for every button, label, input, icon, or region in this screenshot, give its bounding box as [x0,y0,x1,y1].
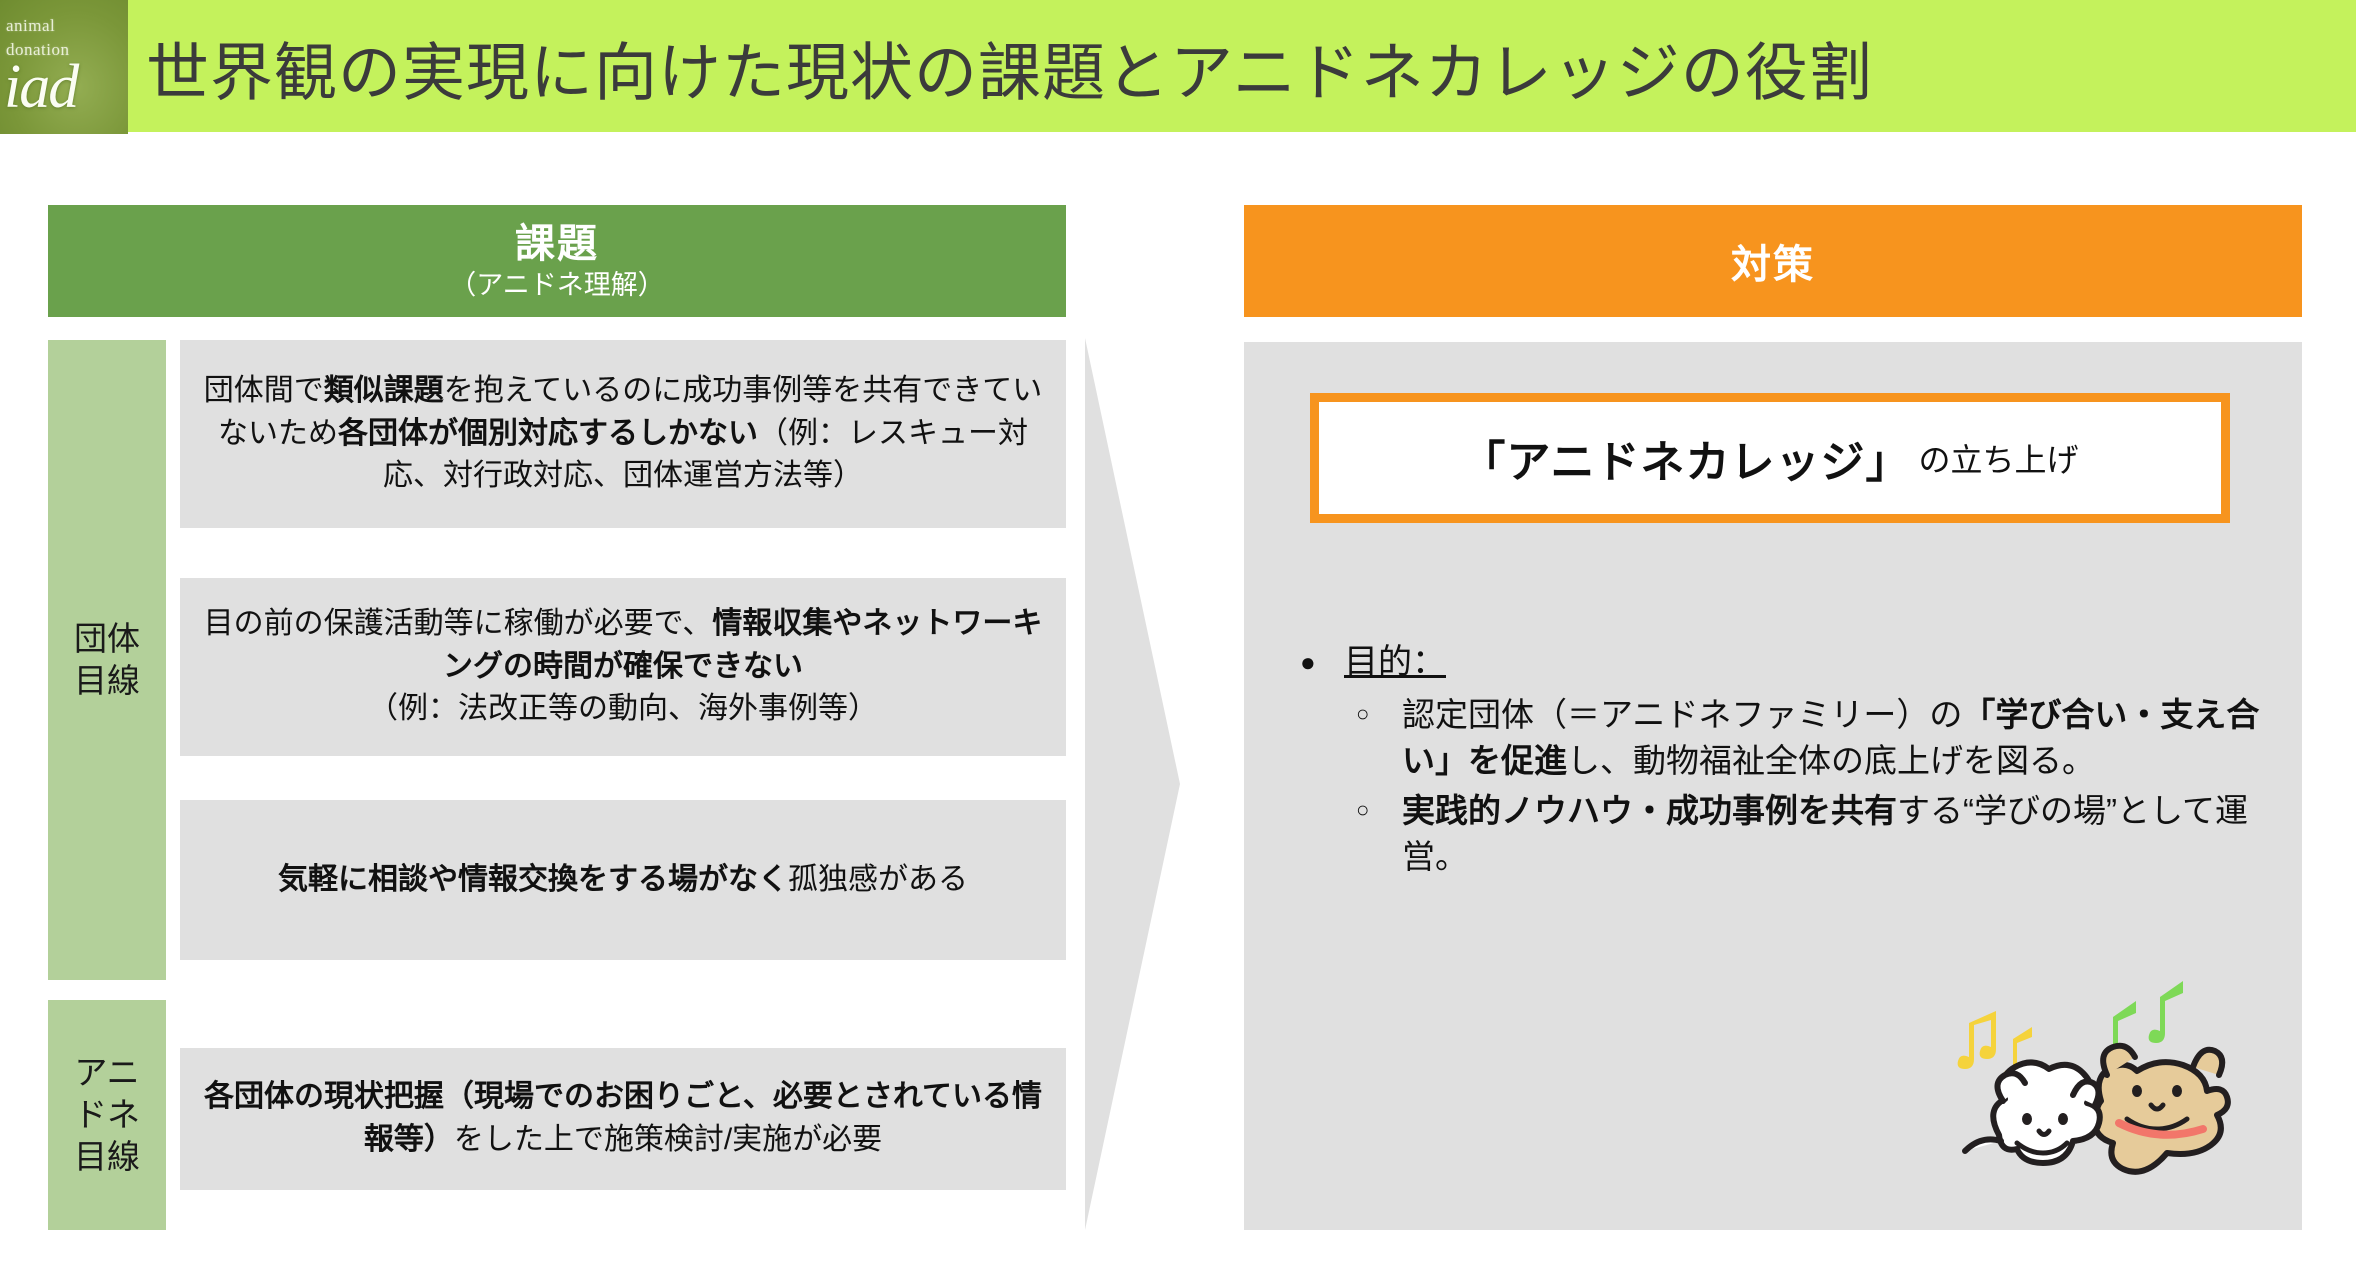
title-band [0,0,2356,132]
challenge-item: 団体間で類似課題を抱えているのに成功事例等を共有できていないため各団体が個別対応… [180,340,1066,528]
sub-bullet-marker-icon: ○ [1356,796,1370,822]
two-dogs-with-music-notes-icon [1957,981,2231,1175]
page-title: 世界観の実現に向けた現状の課題とアニドネカレッジの役割 [146,38,1873,108]
slide-title-bar: animal donation iad 世界観の実現に向けた現状の課題とアニドネ… [0,0,2356,135]
purpose-sublist: ○ 認定団体（＝アニドネファミリー）の「学び合い・支え合い」を促進し、動物福祉全… [1300,692,2260,881]
purpose-heading: ● 目的： [1300,640,2260,686]
music-note-yellow-1 [1957,1011,1996,1069]
purpose-item-text: 実践的ノウハウ・成功事例を共有する“学びの場”として運営。 [1402,791,2248,876]
flow-arrow-icon [1085,338,1180,1230]
launch-box-suffix: の立ち上げ [1918,442,2079,478]
dog-white-eyes [2022,1113,2068,1125]
side-label-anidone-line2: ドネ [74,1095,140,1133]
dog-white [1962,1059,2103,1166]
challenge-item-text: 気軽に相談や情報交換をする場がなく孤独感がある [278,862,968,896]
launch-box-name: 「アニドネカレッジ」 [1461,438,1911,487]
brand-logo: animal donation iad [0,0,128,134]
side-label-anidone-line3: 目線 [74,1138,140,1176]
dog-collar [2115,1119,2207,1139]
side-label-anidone: アニ ドネ 目線 [48,1000,166,1230]
dog-tan [2091,1042,2231,1175]
music-note-green-2 [2148,981,2183,1043]
measure-header-title: 対策 [1731,243,1815,287]
logo-background [0,0,128,134]
music-note-green-1 [2101,1001,2136,1063]
logo-text-donation: donation [6,40,70,59]
challenge-item: 気軽に相談や情報交換をする場がなく孤独感がある [180,800,1066,960]
purpose-item-text: 認定団体（＝アニドネファミリー）の「学び合い・支え合い」を促進し、動物福祉全体の… [1402,695,2260,779]
challenge-item: 目の前の保護活動等に稼働が必要で、情報収集やネットワーキングの時間が確保できない… [180,578,1066,756]
purpose-item: ○ 認定団体（＝アニドネファミリー）の「学び合い・支え合い」を促進し、動物福祉全… [1356,692,2260,784]
measure-panel-header: 対策 [1244,205,2302,317]
dog-tan-eyes [2132,1085,2182,1097]
side-label-orgs-line2: 目線 [74,662,140,699]
purpose-list: ● 目的： ○ 認定団体（＝アニドネファミリー）の「学び合い・支え合い」を促進し… [1300,640,2260,884]
logo-text-iad: iad [4,53,79,121]
purpose-item: ○ 実践的ノウハウ・成功事例を共有する“学びの場”として運営。 [1356,788,2260,880]
side-label-anidone-line1: アニ [74,1053,140,1091]
challenge-item-text: 各団体の現状把握（現場でのお困りごと、必要とされている情報等）をした上で施策検討… [204,1080,1042,1156]
challenge-panel-header: 課題 （アニドネ理解） [48,205,1066,317]
challenge-item-text: 団体間で類似課題を抱えているのに成功事例等を共有できていないため各団体が個別対応… [203,374,1043,493]
challenge-item-text: 目の前の保護活動等に稼働が必要で、情報収集やネットワーキングの時間が確保できない… [203,607,1043,726]
purpose-label: 目的： [1344,643,1446,681]
challenge-header-subtitle: （アニドネ理解） [449,269,665,300]
anidone-college-launch-box: 「アニドネカレッジ」 の立ち上げ [1310,393,2230,523]
side-label-organizations: 団体 目線 [48,340,166,980]
logo-text-animal: animal [6,16,56,35]
challenge-header-title: 課題 [515,221,599,266]
sub-bullet-marker-icon: ○ [1356,700,1370,726]
challenge-item: 各団体の現状把握（現場でのお困りごと、必要とされている情報等）をした上で施策検討… [180,1048,1066,1190]
bullet-marker-icon: ● [1300,647,1316,677]
side-label-orgs-line1: 団体 [74,619,140,657]
